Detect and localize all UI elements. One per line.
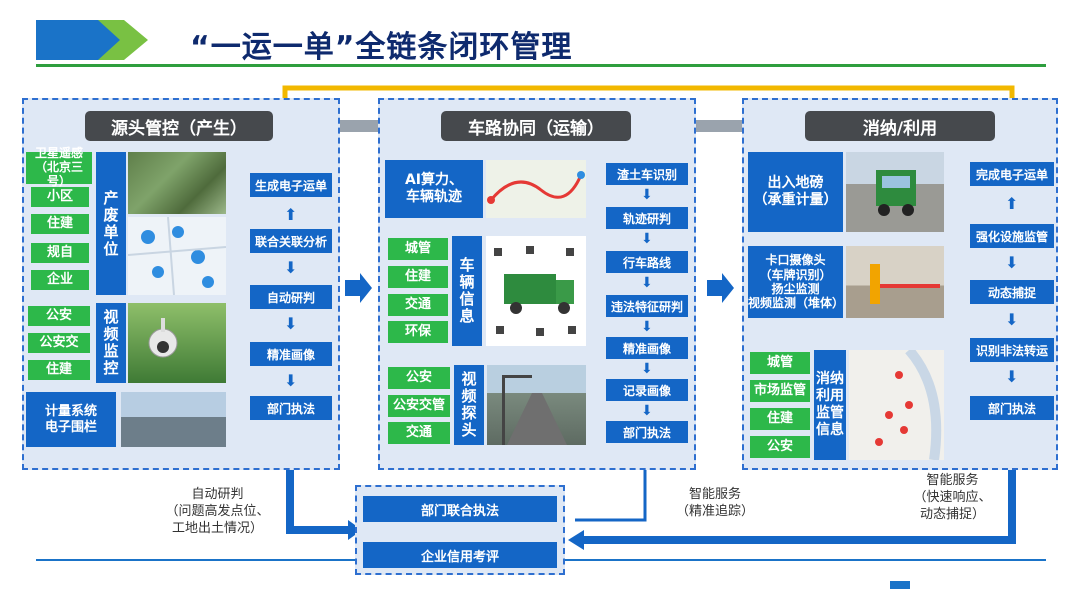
arrow-down-icon: ⬇ — [284, 314, 298, 333]
transport-step: 违法特征研判 — [606, 295, 688, 317]
arrow-down-icon: ⬇ — [641, 361, 653, 377]
vehicle-source-item: 城管 — [388, 238, 448, 260]
disposal-step: 识别非法转运 — [970, 338, 1054, 362]
vehicle-source-item: 环保 — [388, 321, 448, 343]
disposal-step: 完成电子运单 — [970, 162, 1054, 186]
header-chevron-icon — [36, 20, 148, 60]
source-step: 生成电子运单 — [250, 173, 332, 197]
video-source-item: 住建 — [28, 360, 90, 380]
ai-label: AI算力、 车辆轨迹 — [385, 160, 483, 218]
title-divider — [36, 64, 1046, 67]
video-source-item: 公安 — [28, 306, 90, 326]
joint-enforcement-box: 部门联合执法 — [363, 496, 557, 522]
disposal-map-image — [849, 350, 944, 460]
gate-image — [846, 246, 944, 318]
checkpoint-camera-label: 卡口摄像头 （车牌识别） 扬尘监测 视频监测（堆体） — [748, 246, 844, 318]
disposal-source-item: 住建 — [750, 408, 810, 430]
disposal-step: 强化设施监管 — [970, 224, 1054, 248]
camera-image — [128, 303, 226, 383]
satellite-label: 卫星遥感 （北京三号） — [26, 146, 92, 188]
source-step: 联合关联分析 — [250, 229, 332, 253]
vehicle-label: 车辆信息 — [452, 236, 482, 346]
page-title: “一运一单”全链条闭环管理 — [190, 30, 573, 65]
road-source-item: 公安 — [388, 367, 450, 389]
transport-header: 车路协同（运输） — [441, 111, 631, 141]
track-map-image — [486, 160, 586, 218]
producer-label: 产废单位 — [96, 152, 126, 295]
road-label: 视频探头 — [454, 365, 484, 445]
road-source-item: 交通 — [388, 422, 450, 444]
weighbridge-label: 出入地磅 （承重计量） — [748, 152, 843, 232]
vehicle-source-item: 住建 — [388, 266, 448, 288]
transport-step: 轨迹研判 — [606, 207, 688, 229]
arrow-down-icon: ⬇ — [284, 371, 298, 390]
transport-step: 行车路线 — [606, 251, 688, 273]
note-smart-response: 智能服务 （快速响应、 动态捕捉） — [913, 473, 992, 522]
arrow-up-icon: ⬆ — [1005, 194, 1019, 213]
producer-item: 规自 — [31, 243, 89, 263]
arrow-down-icon: ⬇ — [641, 231, 653, 247]
arrow-up-icon: ⬆ — [284, 205, 298, 224]
arrow-down-icon: ⬇ — [1005, 310, 1019, 329]
map-image — [128, 217, 226, 295]
disposal-source-item: 市场监管 — [750, 380, 810, 402]
vehicle-source-item: 交通 — [388, 294, 448, 316]
arrow-down-icon: ⬇ — [641, 187, 653, 203]
satellite-image — [128, 152, 226, 214]
note-smart-tracking: 智能服务 （精准追踪） — [675, 487, 754, 519]
weighbridge-image — [846, 152, 944, 232]
arrow-down-icon: ⬇ — [284, 258, 298, 277]
truck-image — [486, 236, 586, 346]
corner-logo-icon — [890, 581, 910, 589]
metering-label: 计量系统 电子围栏 — [26, 392, 116, 447]
disposal-step: 部门执法 — [970, 396, 1054, 420]
disposal-header: 消纳/利用 — [805, 111, 995, 141]
arrow-down-icon: ⬇ — [1005, 367, 1019, 386]
arrow-down-icon: ⬇ — [1005, 253, 1019, 272]
transport-step: 部门执法 — [606, 421, 688, 443]
source-step: 精准画像 — [250, 342, 332, 366]
transport-step: 渣土车识别 — [606, 163, 688, 185]
producer-item: 企业 — [31, 270, 89, 290]
source-step: 自动研判 — [250, 285, 332, 309]
disposal-source-item: 公安 — [750, 436, 810, 458]
disposal-info-label: 消纳利用监管信息 — [814, 350, 846, 460]
road-source-item: 公安交管 — [388, 395, 450, 417]
video-label: 视频监控 — [96, 303, 126, 383]
transport-step: 记录画像 — [606, 379, 688, 401]
video-source-item: 公安交 — [28, 333, 90, 353]
disposal-step: 动态捕捉 — [970, 280, 1054, 304]
source-step: 部门执法 — [250, 396, 332, 420]
road-camera-image — [487, 365, 586, 445]
arrow-down-icon: ⬇ — [641, 275, 653, 291]
note-auto-analysis: 自动研判 （问题高发点位、 工地出土情况） — [165, 487, 270, 536]
producer-item: 小区 — [31, 187, 89, 207]
producer-item: 住建 — [31, 214, 89, 234]
source-header: 源头管控（产生） — [85, 111, 273, 141]
disposal-source-item: 城管 — [750, 352, 810, 374]
site-fence-image — [121, 392, 226, 447]
credit-evaluation-box: 企业信用考评 — [363, 542, 557, 568]
arrow-down-icon: ⬇ — [641, 319, 653, 335]
arrow-down-icon: ⬇ — [641, 403, 653, 419]
transport-step: 精准画像 — [606, 337, 688, 359]
